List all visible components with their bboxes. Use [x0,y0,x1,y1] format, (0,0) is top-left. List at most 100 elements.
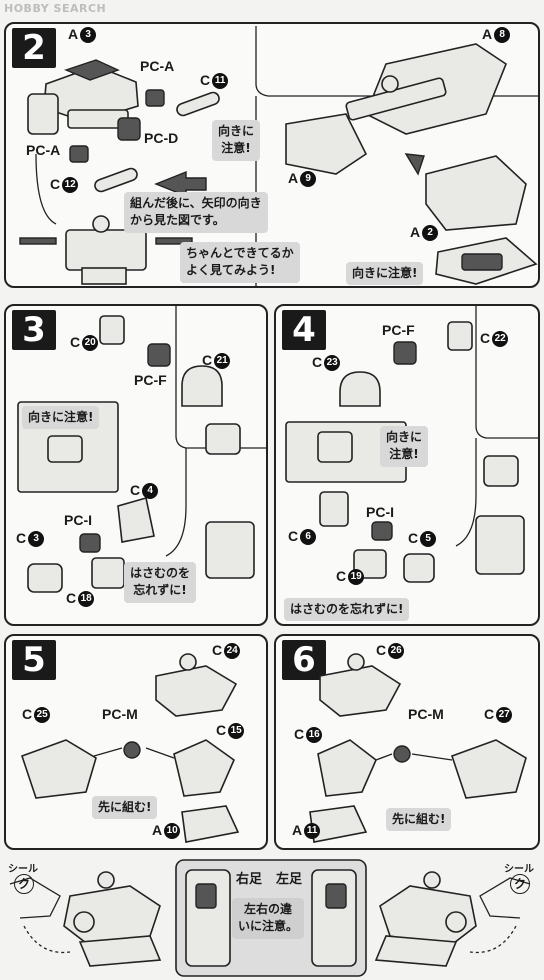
first-note: 先に組む! [92,796,158,820]
diff-note: 左右の違 いに注意。 [232,898,305,939]
watermark: HOBBY SEARCH [4,2,107,15]
pinch-note: はさむのを忘れずに! [284,598,410,622]
part-number: 22 [492,331,509,348]
label-text: C [22,706,33,722]
orient-note: 向きに注意! [22,406,100,430]
label-text: A [410,224,421,240]
step-number: 4 [282,310,326,350]
label-text: C [484,706,495,722]
part-number: 10 [164,823,181,840]
label-text: C [70,334,81,350]
part-number: 25 [34,707,51,724]
step-2-illustration [19,26,538,286]
part-number: 11 [212,73,229,90]
label-text: C [130,482,141,498]
part-number: 15 [228,723,245,740]
orient-note: 向きに 注意! [212,120,261,161]
bottom-strip: シール ク シール ク 右足 左足 左右の違 いに注意。 [0,856,544,980]
part-number: 20 [82,335,99,352]
label-pc-m: PC-M [102,706,138,722]
step-6-illustration [309,653,527,843]
part-number: 3 [28,531,45,548]
part-number: 23 [324,355,341,372]
step-5-illustration [20,653,240,843]
part-number: 18 [78,591,95,608]
part-number: 3 [80,27,97,44]
orient-note: 向きに 注意! [380,426,429,467]
step-4-illustration [285,306,538,583]
label-text: A [68,26,79,42]
step-number: 2 [12,28,56,68]
label-text: C [294,726,305,742]
label-text: A [288,170,299,186]
seal-left-mark: ク [14,874,34,894]
label-pc-a-1: PC-A [140,58,175,74]
part-number: 11 [304,823,321,840]
view-note: 組んだ後に、矢印の向き から見た図です。 [124,192,268,233]
label-pc-d: PC-D [144,130,179,146]
label-text: C [16,530,27,546]
label-text: C [202,352,213,368]
label-text: C [408,530,419,546]
right-foot-label: 右足 [236,871,263,886]
label-text: C [50,176,61,192]
part-number: 12 [62,177,79,194]
step-number: 6 [282,640,326,680]
first-note: 先に組む! [386,808,452,832]
seal-right-mark: ク [510,874,530,894]
left-foot-label: 左足 [276,871,303,886]
part-number: 9 [300,171,317,188]
part-number: 21 [214,353,231,370]
step-number: 3 [12,310,56,350]
label-pc-i: PC-I [64,512,92,528]
part-number: 2 [422,225,439,242]
label-text: C [216,722,227,738]
pinch-note: はさむのを 忘れずに! [124,562,197,603]
label-pc-f: PC-F [382,322,415,338]
label-text: C [66,590,77,606]
seal-left-label: シール [8,864,38,875]
check-note: ちゃんとできてるか よく見てみよう! [180,242,300,283]
label-text: C [200,72,211,88]
part-number: 6 [300,529,317,546]
orient-note-2: 向きに注意! [346,262,424,286]
part-number: 8 [494,27,511,44]
part-number: 24 [224,643,241,660]
step-number: 5 [12,640,56,680]
label-text: C [212,642,223,658]
label-text: C [288,528,299,544]
part-number: 5 [420,531,437,548]
label-text: A [292,822,303,838]
label-pc-i: PC-I [366,504,394,520]
part-number: 4 [142,483,159,500]
seal-right-label: シール [504,864,534,875]
label-pc-f: PC-F [134,372,167,388]
label-text: C [336,568,347,584]
